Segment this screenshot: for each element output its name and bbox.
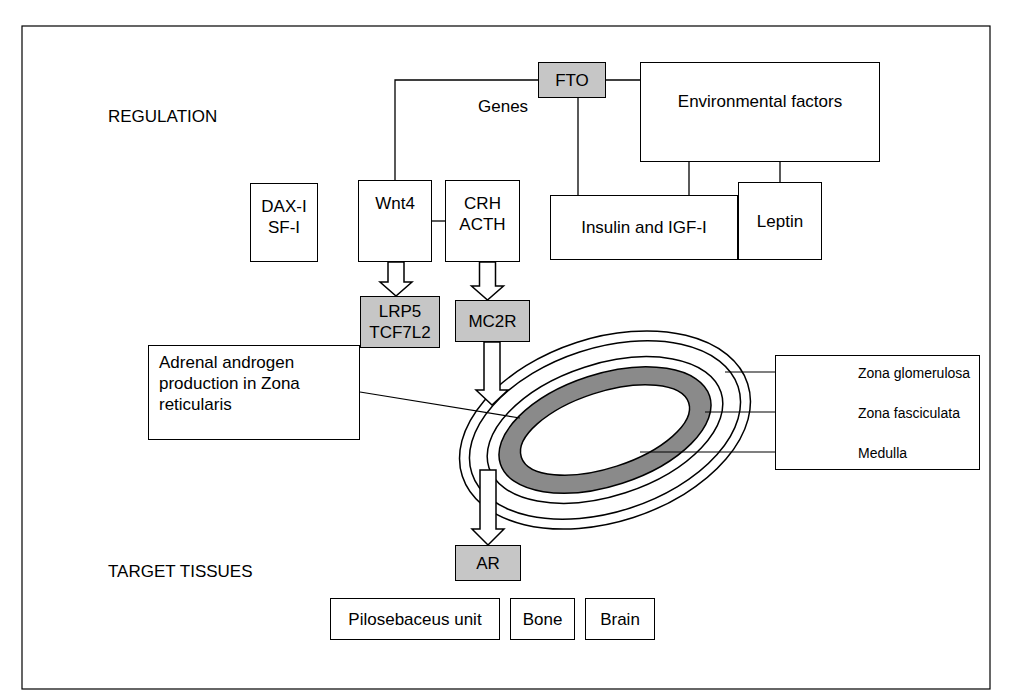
- node-text: Bone: [523, 609, 563, 630]
- connector-line: [432, 220, 445, 221]
- section-heading: REGULATION: [108, 106, 217, 127]
- receptor-box: MC2R: [455, 300, 530, 342]
- node-text: CRH: [464, 193, 501, 214]
- gene-box: DAX-ISF-I: [250, 183, 318, 262]
- gene-box: Wnt4: [358, 180, 432, 262]
- block-arrow: [476, 342, 508, 405]
- block-arrow: [380, 262, 412, 296]
- node-text: Medulla: [858, 445, 907, 461]
- node-text: Adrenal androgen production in Zona reti…: [159, 352, 349, 415]
- glomerulosa-layer: [447, 309, 764, 551]
- node-text: Zona glomerulosa: [858, 365, 970, 381]
- connector-line: [688, 162, 689, 195]
- fasciculata-layer: [469, 330, 742, 531]
- node-text: Zona fasciculata: [858, 405, 960, 421]
- node-text: FTO: [555, 70, 589, 91]
- block-arrow: [472, 470, 504, 545]
- reticularis-layer: [483, 343, 727, 518]
- leader-line: [360, 392, 520, 418]
- node-text: Pilosebaceus unit: [348, 609, 481, 630]
- hormone-box: CRHACTH: [445, 180, 520, 262]
- receptor-box: LRP5TCF7L2: [360, 296, 440, 348]
- node-text: Wnt4: [375, 193, 415, 214]
- connector-line: [577, 98, 578, 195]
- connector-line: [395, 80, 538, 180]
- node-text: Leptin: [757, 211, 803, 232]
- adrenal-gland: [434, 296, 776, 564]
- node-text: Environmental factors: [678, 91, 842, 112]
- node-text: ACTH: [459, 214, 505, 235]
- node-text: Brain: [600, 609, 640, 630]
- node-text: AR: [476, 553, 500, 574]
- tissue-box: Brain: [585, 598, 655, 640]
- factor-box: Leptin: [738, 182, 822, 260]
- group-label: Genes: [478, 96, 528, 117]
- tissue-box: Pilosebaceus unit: [330, 598, 500, 640]
- tissue-box: Bone: [510, 598, 575, 640]
- node-text: DAX-I: [261, 196, 306, 217]
- node-text: MC2R: [468, 311, 516, 332]
- adrenal-outline: [434, 296, 776, 564]
- factor-box: Insulin and IGF-I: [550, 195, 738, 260]
- group-box: Environmental factors: [640, 62, 880, 162]
- receptor-box: AR: [455, 545, 521, 581]
- section-heading: TARGET TISSUES: [108, 561, 253, 582]
- gene-box: FTO: [538, 62, 606, 98]
- node-text: Insulin and IGF-I: [581, 217, 707, 238]
- block-arrow: [472, 262, 504, 300]
- connector-line: [779, 162, 780, 182]
- frame: [22, 26, 990, 689]
- node-text: TCF7L2: [369, 322, 430, 343]
- connector-line: [606, 79, 640, 80]
- zone-key-box: Zona glomerulosaZona fasciculataMedulla: [775, 355, 980, 470]
- process-box: Adrenal androgen production in Zona reti…: [148, 345, 360, 440]
- medulla-layer: [510, 367, 701, 494]
- node-text: LRP5: [379, 301, 422, 322]
- node-text: SF-I: [268, 217, 300, 238]
